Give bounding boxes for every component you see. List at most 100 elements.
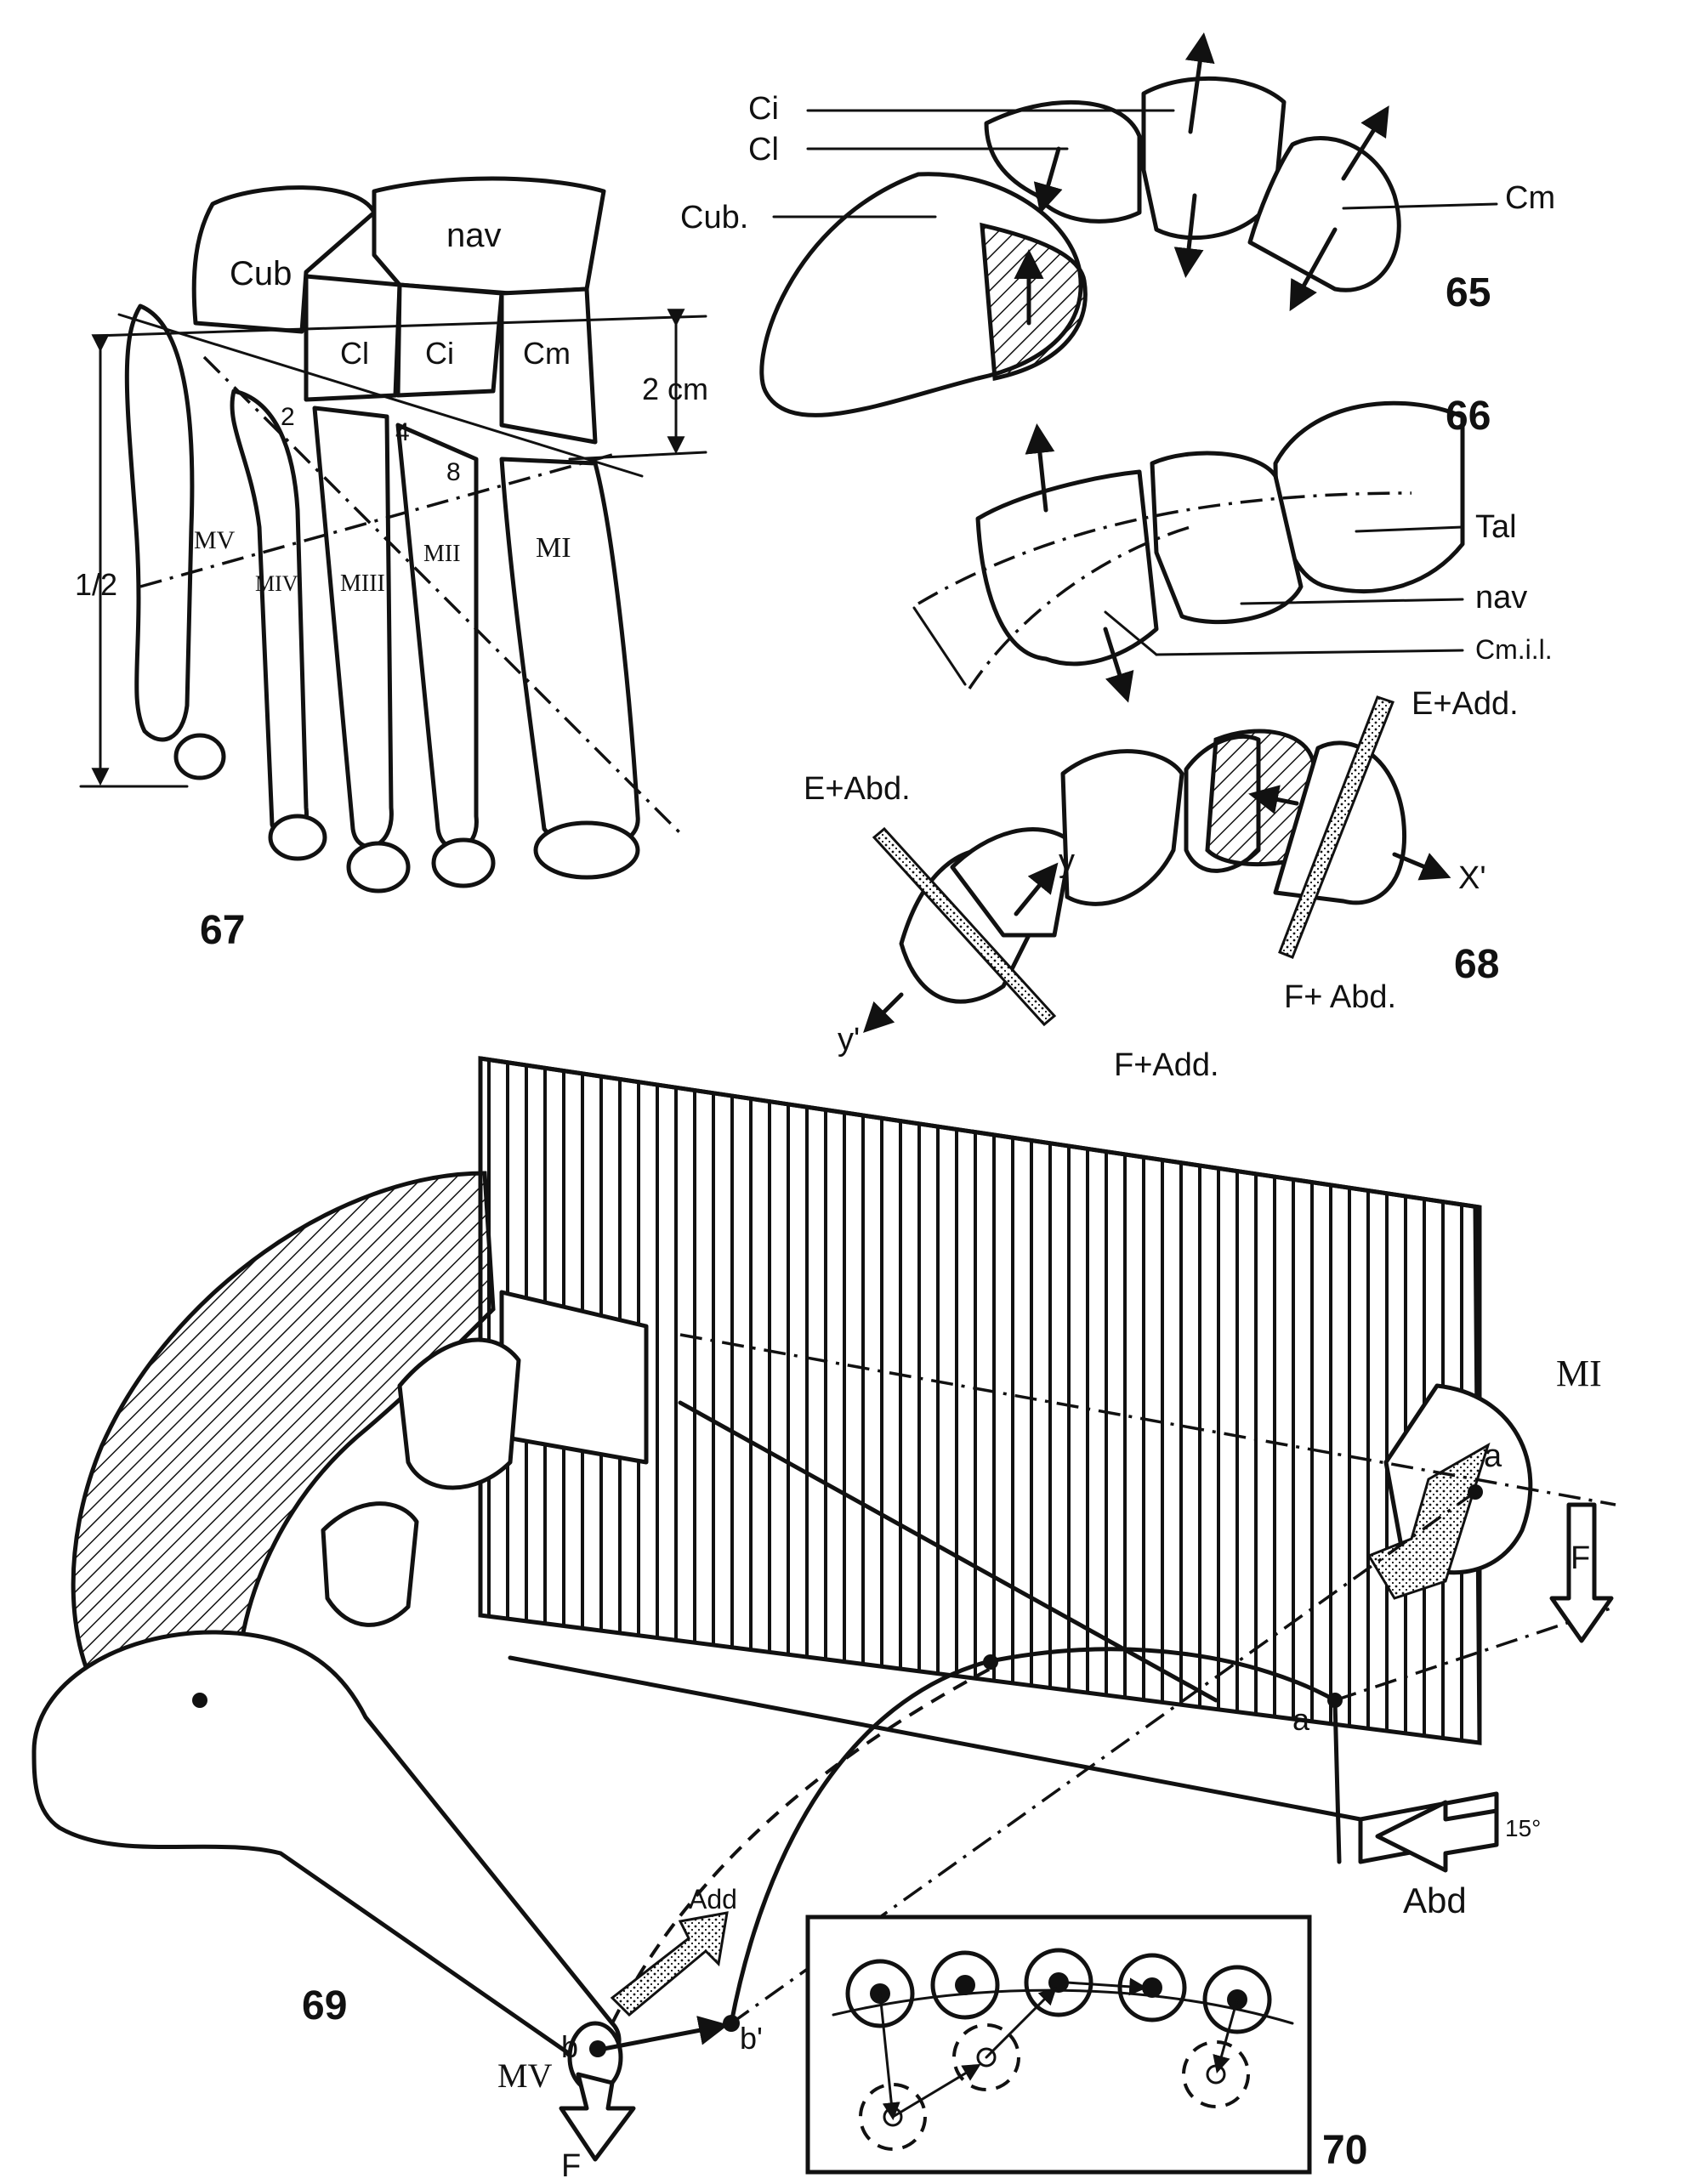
figure-number-67: 67	[200, 908, 245, 953]
figure-70-rotation-circles: 70	[805, 1915, 1367, 2175]
bone-segment-69-b	[321, 1501, 419, 1627]
circle-70-3	[1024, 1948, 1093, 2017]
arc-b-prime	[729, 1647, 1338, 2026]
label-cub-65: Cub.	[680, 200, 748, 235]
phalanx-head-iv	[268, 814, 327, 861]
figure-number-65: 65	[1446, 270, 1491, 315]
point-a	[1468, 1484, 1483, 1500]
arrow-down-66	[1103, 627, 1134, 703]
label-abd: Abd	[1403, 1881, 1467, 1920]
label-mi-67: MI	[536, 532, 571, 564]
label-mii-67: MII	[423, 541, 461, 567]
label-miv-67: MIV	[255, 571, 298, 596]
label-mv-67: MV	[194, 526, 236, 554]
arrow-y-prime	[863, 992, 904, 1033]
label-add: Add	[689, 1884, 737, 1915]
half-line-67	[139, 453, 613, 588]
label-f-right: F	[1571, 1540, 1590, 1576]
label-n4: 4	[395, 418, 410, 446]
navicular-bone-66	[1150, 451, 1304, 625]
label-n2: 2	[281, 403, 295, 431]
label-x-prime: X'	[1458, 860, 1486, 896]
figure-number-70: 70	[1322, 2128, 1367, 2173]
point-a-prime	[1327, 1693, 1343, 1708]
bone-68-c	[1060, 749, 1184, 906]
cuboid-bone-67	[191, 185, 377, 334]
label-angle: 15°	[1505, 1815, 1541, 1841]
label-cl-67: Cl	[340, 336, 369, 371]
label-ci-67: Ci	[425, 336, 454, 371]
point-b	[589, 2040, 606, 2057]
point-mv-base	[192, 1693, 207, 1708]
line-a-to-b	[730, 1490, 1477, 2025]
label-e-add: E+Add.	[1412, 686, 1519, 722]
curve-top-66	[917, 491, 1412, 605]
label-mi-69: MI	[1556, 1353, 1602, 1394]
point-b-prime	[723, 2015, 740, 2032]
label-e-abd: E+Abd.	[804, 771, 911, 807]
label-b-prime: b'	[740, 2021, 763, 2056]
arrow-y	[1014, 862, 1059, 916]
label-cl-65: Cl	[748, 132, 779, 167]
dashdot-line-67	[202, 355, 682, 835]
arrow-up-65	[1184, 32, 1215, 134]
cuboid-hatched-facet	[980, 222, 1088, 382]
arrow-down-65	[1173, 193, 1204, 278]
figure-number-66: 66	[1446, 394, 1491, 439]
figure-66-longitudinal-arch: Tal nav Cm.i.l. 66	[912, 394, 1553, 703]
oblique-line-67	[117, 313, 644, 478]
label-y-prime: y'	[838, 1022, 860, 1058]
cuneiform-intermediate-67	[395, 282, 504, 398]
figure-number-68: 68	[1454, 942, 1499, 987]
dashed-circle-70-2	[952, 2023, 1020, 2091]
label-n8: 8	[446, 458, 461, 486]
arrow-up-66	[1025, 423, 1055, 513]
metatarsal-iv-67	[230, 389, 309, 842]
cuneiform-medial-65	[1247, 136, 1401, 292]
angle-arc-66	[912, 606, 967, 686]
figure-68-arch-rotation: E+Add. E+Abd. F+ Abd. F+Add. y y' X' 68	[804, 686, 1519, 1083]
cuneiform-bone-66	[975, 469, 1159, 667]
f-arrow-69	[559, 2072, 636, 2162]
metatarsal-ii-67	[395, 423, 479, 851]
circle-70-5	[1202, 1965, 1272, 2034]
figure-70-frame	[805, 1915, 1312, 2175]
flexion-arrow-mi	[1366, 1442, 1491, 1600]
label-cub-67: Cub	[230, 255, 292, 292]
abd-arrow	[1375, 1800, 1499, 1873]
cuneiform-lateral-67	[304, 274, 402, 402]
metatarsal-i-67	[499, 457, 640, 851]
add-arrow-69	[610, 1911, 729, 2017]
figure-69-metatarsal-mechanics: MI a a' F Add b b' MV F Abd 15° 69	[31, 1056, 1616, 2184]
figure-number-69: 69	[302, 1983, 347, 2028]
point-mid	[983, 1654, 998, 1670]
label-cmil-66: Cm.i.l.	[1475, 634, 1553, 665]
circle-70-4	[1117, 1953, 1187, 2022]
vertical-a-prime	[1332, 1698, 1342, 1864]
label-a: a	[1484, 1438, 1502, 1474]
dashed-circle-70-3	[1182, 2040, 1250, 2108]
transverse-line-top	[92, 315, 707, 338]
label-y: y	[1059, 843, 1075, 879]
axis-arrow-e-abd	[872, 826, 1057, 1027]
oblique-ridge-69	[678, 1400, 1218, 1703]
cuneiform-lateral-65	[984, 99, 1142, 224]
f-arrow-right	[1549, 1502, 1614, 1643]
label-nav-67: nav	[446, 217, 502, 254]
arrow-medial-down-65	[1289, 227, 1338, 312]
circle-70-2	[930, 1950, 1000, 2020]
metatarsal-iii-67	[312, 406, 394, 849]
label-a-prime: a'	[1292, 1702, 1315, 1737]
metatarsal-v-69	[31, 1630, 622, 2070]
cuneiform-medial-67	[499, 286, 598, 445]
label-f-bottom: F	[561, 2148, 581, 2184]
arrow-hatched-68	[1248, 785, 1299, 814]
plane-base-edge	[508, 1655, 1363, 1822]
arc-b-dashed	[611, 1665, 996, 2024]
figure-67-foot-skeleton: Cub nav Cl Ci Cm 2 cm 1/2 2 4 8 MV MIV M…	[75, 176, 708, 953]
line-upper-69	[679, 1333, 1616, 1506]
circle-70-1	[845, 1959, 915, 2028]
label-f-add: F+Add.	[1114, 1047, 1219, 1083]
phalanx-head-iii	[346, 841, 411, 893]
axis-arrow-e-add	[1278, 695, 1394, 959]
